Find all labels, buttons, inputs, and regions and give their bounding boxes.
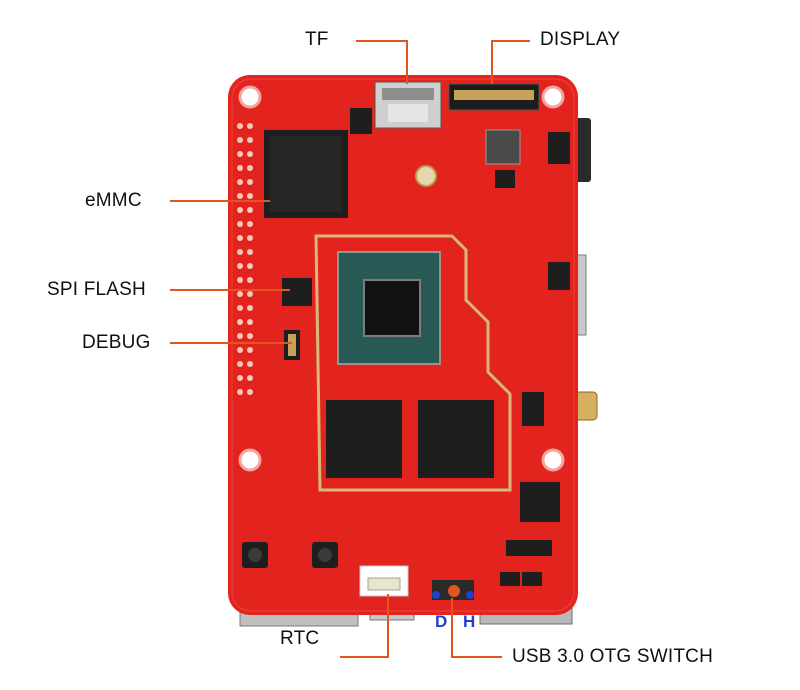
antenna-connector [574,391,598,421]
gpio-pin [237,123,243,129]
gpio-pin [247,221,253,227]
gpio-pin [247,319,253,325]
gpio-pin [237,207,243,213]
gpio-pin [237,333,243,339]
label-usb-otg-switch: USB 3.0 OTG SWITCH [512,646,714,667]
callout-lines [170,40,530,658]
gpio-pin [247,179,253,185]
gpio-pin [247,137,253,143]
gpio-pin [247,249,253,255]
callout-line-tf [356,40,408,84]
label-tf: TF [305,29,329,50]
gpio-pin [237,179,243,185]
label-spi-flash: SPI FLASH [47,279,146,300]
gpio-pin [247,333,253,339]
gpio-pin [237,151,243,157]
gold-trace [314,234,512,492]
gpio-pin [237,221,243,227]
gpio-pin [247,207,253,213]
callout-line-rtc [340,594,389,658]
gpio-pin [237,165,243,171]
gpio-pin [247,361,253,367]
gpio-pin [247,165,253,171]
callout-line-otg [451,598,502,658]
gpio-pin [237,249,243,255]
inductor [485,129,521,165]
label-display: DISPLAY [540,29,621,50]
mounting-hole-icon [238,85,565,472]
gpio-pin [247,375,253,381]
push-button-icon [242,542,338,568]
gpio-pin [237,389,243,395]
gpio-pin [237,319,243,325]
label-rtc: RTC [280,628,320,649]
ram-chip-1 [326,400,402,478]
gpio-pin [247,277,253,283]
gpio-pin [247,151,253,157]
switch-label-h: H [463,612,476,631]
gpio-pin [237,291,243,297]
gpio-pin [237,263,243,269]
gpio-pin [237,277,243,283]
phy-chip [520,482,560,522]
spi-flash-chip [282,278,312,306]
gpio-pin [247,193,253,199]
switch-d-dot [432,591,440,599]
gpio-pin [237,235,243,241]
gpio-pin [237,375,243,381]
label-debug: DEBUG [82,332,151,353]
ram-chip-2 [418,400,494,478]
chip-small [548,132,570,164]
gpio-pin [237,305,243,311]
chip-small [350,108,372,134]
gpio-pin [247,263,253,269]
gpio-pin [247,305,253,311]
switch-label-d: D [435,612,448,631]
gpio-pin [237,347,243,353]
gpio-pin [247,123,253,129]
gpio-pin [247,291,253,297]
gpio-pin [247,235,253,241]
gpio-pin [247,347,253,353]
gpio-pin [247,389,253,395]
gpio-pin [237,361,243,367]
gpio-pin [237,193,243,199]
label-emmc: eMMC [85,190,142,211]
gpio-pin [237,137,243,143]
gpio-header [237,123,253,395]
switch-h-dot [466,591,474,599]
callout-line-display [491,40,530,84]
